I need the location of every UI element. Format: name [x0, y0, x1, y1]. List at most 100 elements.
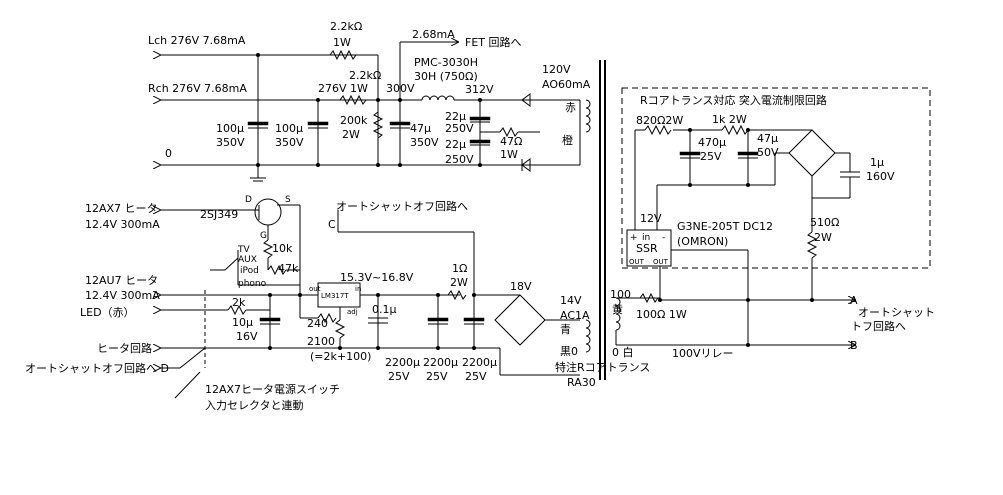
label-r1-w: 2W [450, 276, 468, 289]
label-c2200a-v: 25V [388, 370, 410, 383]
label-12ax7: 12AX7 ヒータ [85, 202, 158, 215]
label-c2200c-v: 25V [465, 370, 487, 383]
label-tv: TV [237, 245, 250, 255]
label-pmc-spec: 30H (750Ω) [414, 70, 478, 83]
label-r47: 47Ω [500, 135, 522, 148]
label-omron: (OMRON) [677, 235, 728, 248]
label-r820: 820Ω2W [636, 114, 683, 127]
label-autoshut-ab1: オートシャット [858, 306, 935, 319]
diode-lower [521, 158, 531, 172]
label-ssr-in: in [642, 233, 650, 243]
label-lm-out: out [309, 285, 321, 293]
resistor-200k [372, 111, 384, 139]
capacitor-100u-b [307, 121, 329, 126]
label-r22k-a: 2.2kΩ [330, 20, 362, 33]
label-r1: 1Ω [452, 262, 467, 275]
label-autoshut-off: オートシャットオフ回路へ [336, 200, 468, 213]
label-relay: 100Vリレー [672, 347, 734, 360]
label-phono: phono [238, 279, 267, 289]
label-white0: 0 白 [612, 345, 634, 359]
label-r510-w: 2W [814, 231, 832, 244]
label-fet: FET 回路へ [465, 36, 522, 49]
label-c22a-v: 250V [445, 122, 474, 135]
label-ac1a: AC1A [560, 309, 590, 322]
choke-inductor [421, 95, 455, 101]
label-c22b: 22μ [445, 138, 466, 151]
capacitor-470u [679, 151, 701, 156]
label-c22a: 22μ [445, 110, 466, 123]
resistor-1-ohm [447, 289, 467, 301]
label-fet-current: 2.68mA [412, 28, 455, 41]
capacitor-2200u-a [427, 317, 449, 322]
label-r10k: 10k [272, 242, 293, 255]
label-c1u-v: 160V [866, 170, 895, 183]
label-r2100: 2100 [307, 335, 335, 348]
label-pmc: PMC-3030H [414, 56, 478, 69]
label-c47-v: 350V [410, 136, 439, 149]
label-c2200c: 2200μ [462, 356, 497, 369]
label-12au7-spec: 12.4V 300mA [85, 289, 160, 302]
inrush-limiter-box [621, 87, 931, 269]
label-blue: 青 [560, 323, 571, 336]
resistor-47-ohm [499, 126, 519, 138]
label-r2100-note: (=2k+100) [310, 350, 371, 363]
heater-power-switch [179, 347, 206, 369]
resistor-47k [267, 264, 287, 276]
label-312v: 312V [465, 83, 494, 96]
lv-secondary-winding [585, 319, 591, 353]
label-12v: 12V [640, 212, 662, 225]
label-red: 赤 [565, 101, 576, 114]
label-c100a: 100μ [216, 122, 244, 135]
label-ssr-out2: OUT [653, 258, 669, 266]
label-fet-s: S [285, 195, 291, 205]
label-c10u: 10μ [232, 316, 253, 329]
capacitor-47u [389, 121, 411, 126]
label-term-b: B [850, 339, 858, 352]
label-c1u: 1μ [870, 156, 884, 169]
label-r22k-a-w: 1W [333, 36, 351, 49]
label-yellow: 黄 [612, 302, 623, 316]
label-c100b-v: 350V [275, 136, 304, 149]
resistor-820-ohm [644, 124, 672, 136]
label-term-a: A [850, 294, 858, 307]
label-c01: 0.1μ [372, 303, 397, 316]
label-autoshut-ab2: トフ回路へ [851, 320, 906, 333]
label-r22k-b-w: 1W [350, 82, 368, 95]
resistor-10k [262, 239, 274, 259]
label-ssr-title: Rコアトランス対応 突入電流制限回路 [640, 93, 827, 107]
label-g3ne: G3NE-205T DC12 [677, 220, 773, 233]
bridge-rectifier-heater [494, 294, 546, 346]
bridge-rectifier-ssr [788, 129, 836, 177]
label-r47-w: 1W [500, 148, 518, 161]
label-120v: 120V [542, 63, 571, 76]
capacitor-22u-a [469, 116, 491, 121]
label-c2200b: 2200μ [423, 356, 458, 369]
label-c10u-v: 16V [236, 330, 258, 343]
label-r200k: 200k [340, 114, 368, 127]
label-lm-in: in [355, 285, 361, 293]
label-r200k-w: 2W [342, 128, 360, 141]
label-c2200b-v: 25V [426, 370, 448, 383]
label-fet-d: D [245, 195, 252, 205]
capacitor-22u-b [469, 139, 491, 144]
hv-secondary-winding [585, 99, 591, 133]
resistor-240 [317, 312, 337, 324]
label-c22b-v: 250V [445, 153, 474, 166]
label-c470-v: 25V [700, 150, 722, 163]
heater-supply-section [160, 198, 591, 399]
resistor-2k2-a [329, 49, 357, 61]
label-300v: 300V [386, 82, 415, 95]
ssr-block [626, 229, 672, 267]
label-led: LED（赤） [80, 306, 135, 319]
label-r240: 240 [307, 317, 328, 330]
label-ao60: AO60mA [542, 78, 591, 91]
label-r22k-b: 2.2kΩ [349, 69, 381, 82]
label-r100: 100Ω 1W [636, 308, 687, 321]
label-c47b-v: 50V [757, 146, 779, 159]
resistor-2k [227, 304, 247, 316]
label-18v: 18V [510, 280, 532, 293]
label-heater: ヒータ回路 [97, 342, 152, 355]
resistor-2k2-b [339, 94, 367, 106]
capacitor-2200u-b [463, 317, 485, 322]
